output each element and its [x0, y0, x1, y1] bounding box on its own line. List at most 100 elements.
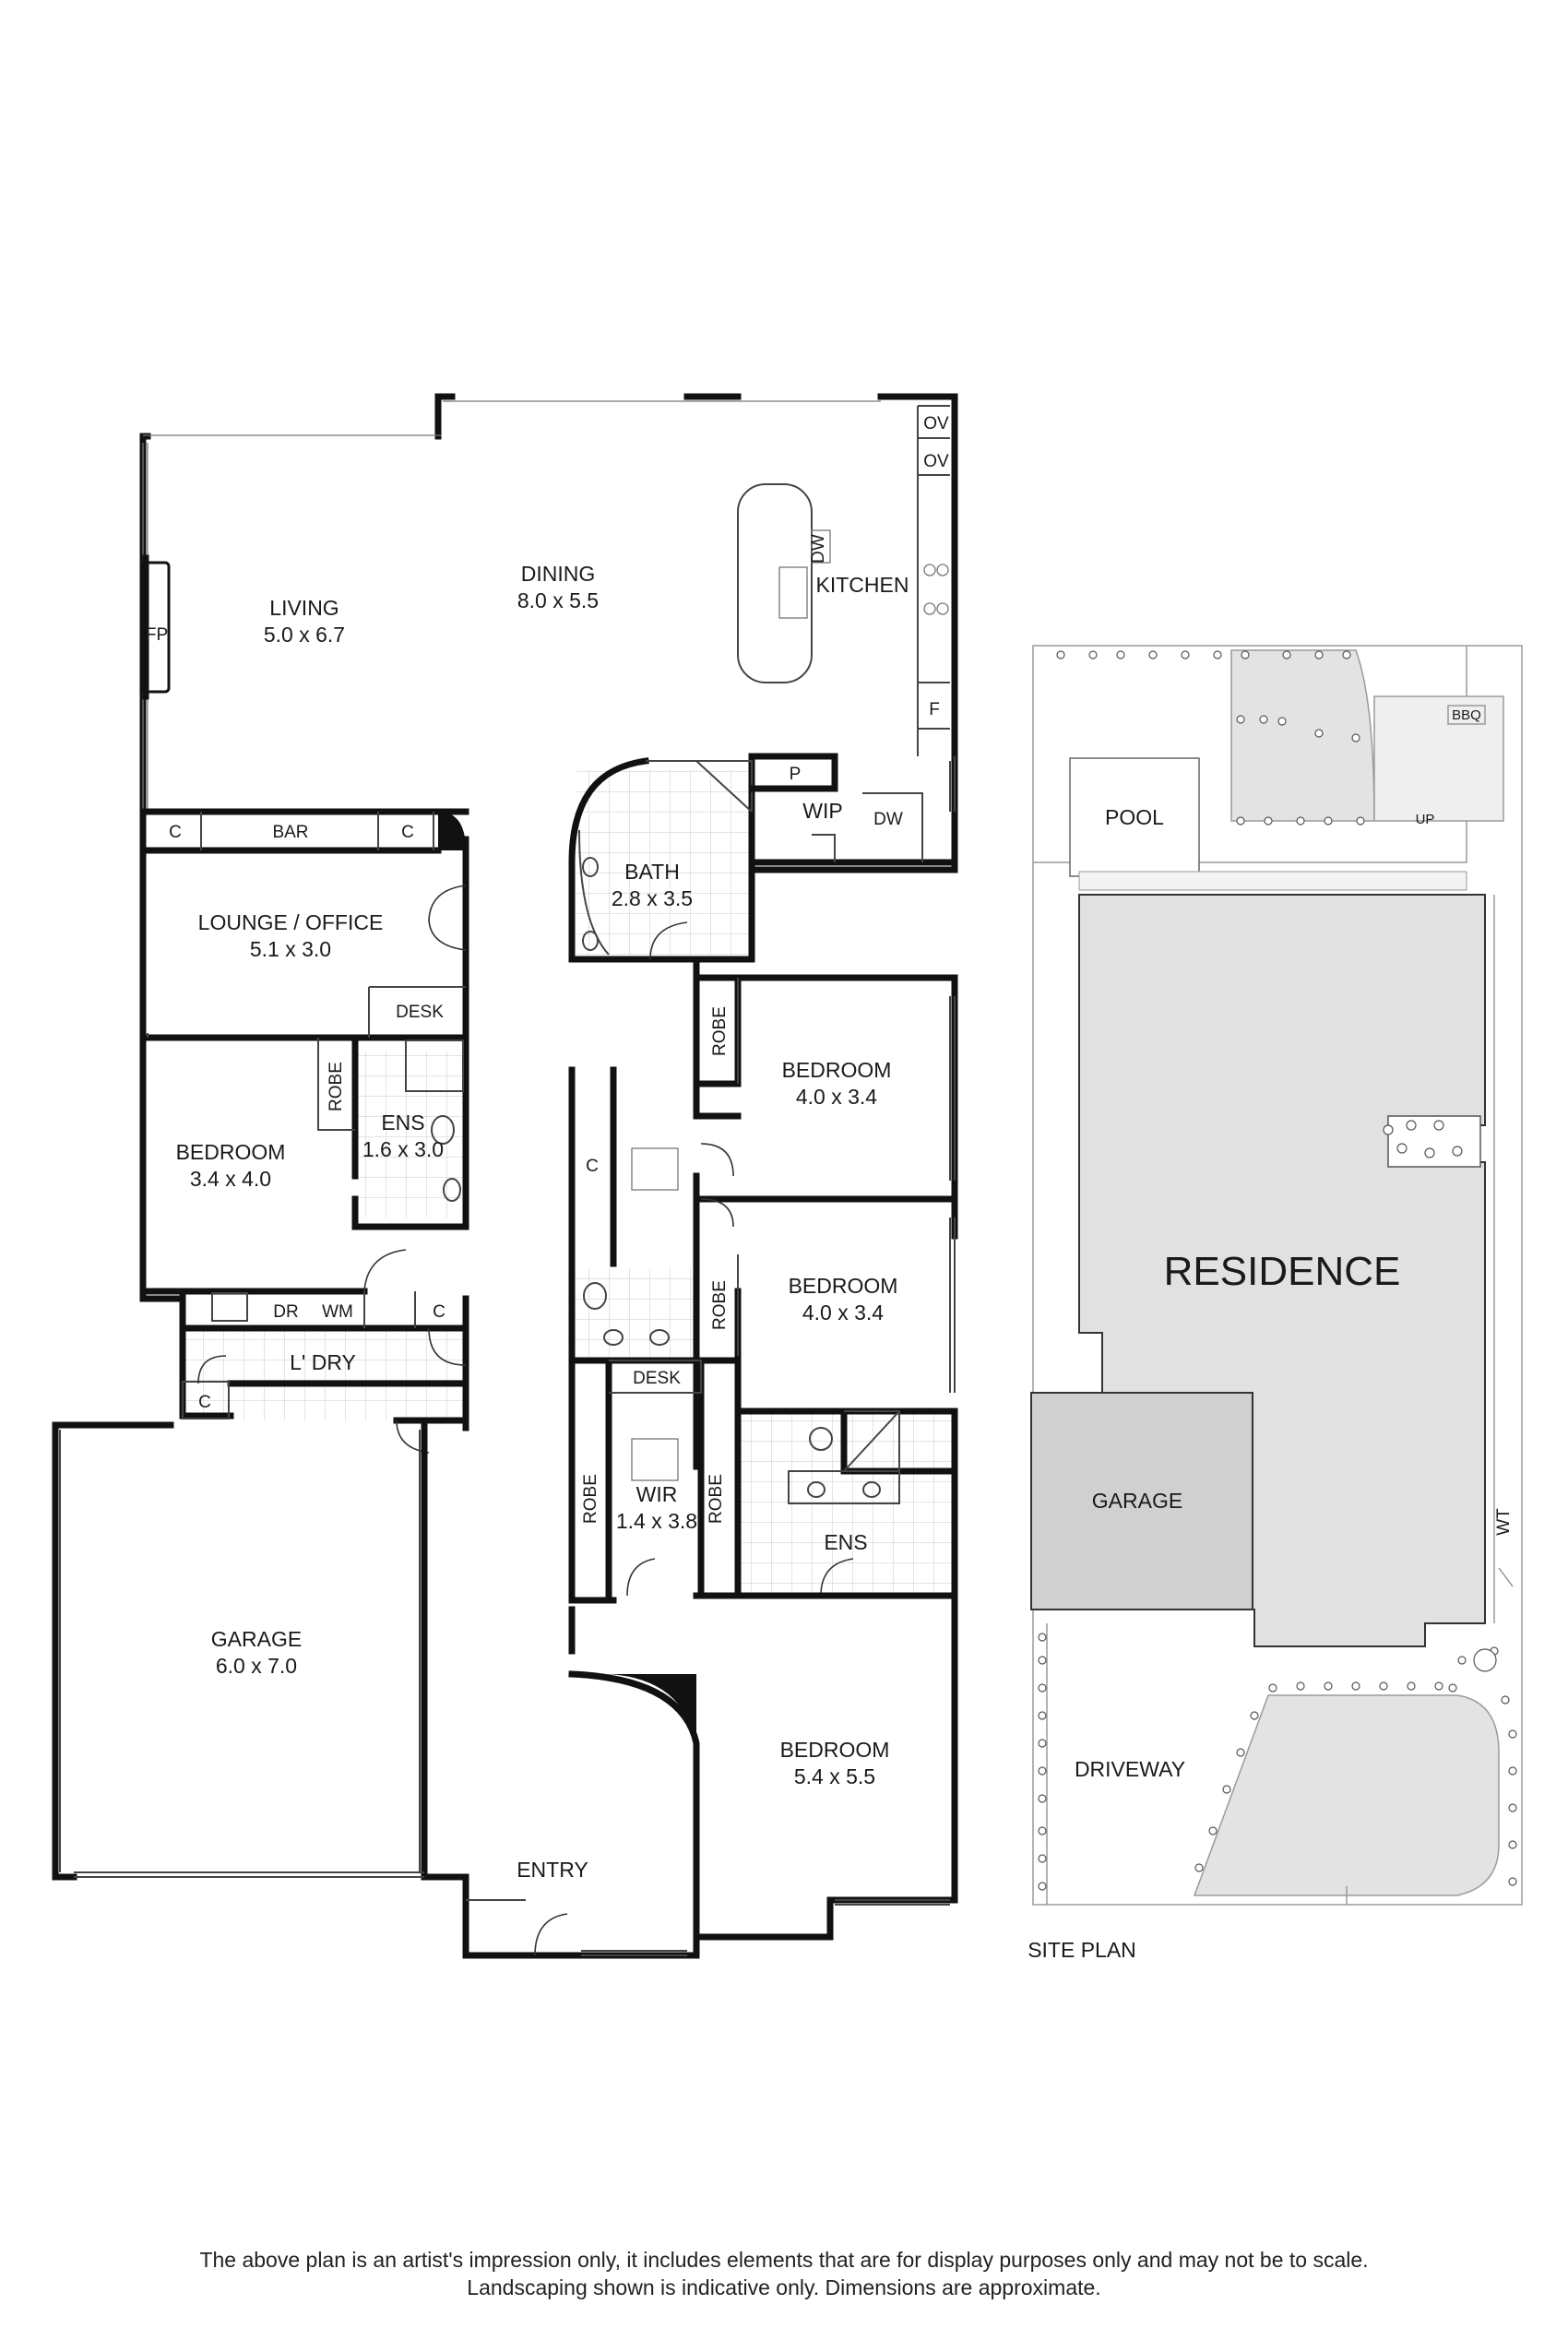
bath-basin-1 [582, 857, 599, 877]
pantry-label: P [790, 765, 802, 784]
bedroom-main-dims: 5.4 x 5.5 [794, 1764, 875, 1788]
site-boundary [1032, 645, 1523, 1906]
c-bar-left-label: C [169, 823, 182, 842]
bedroom-nw-dims: 3.4 x 4.0 [190, 1167, 271, 1191]
site-deck [1078, 871, 1467, 891]
island-dw [811, 529, 831, 564]
site-garage [1030, 1392, 1253, 1610]
entry-door [534, 1913, 568, 1956]
bath-basin-2 [582, 931, 599, 951]
lounge-desk [147, 986, 466, 1038]
site-driveway-label: DRIVEWAY [1075, 1757, 1185, 1781]
cooktop-1 [923, 564, 936, 576]
c-laundry-label: C [433, 1302, 445, 1322]
bar-wall [139, 808, 469, 854]
desk-lounge-label: DESK [396, 1003, 444, 1022]
site-plan [1030, 645, 1523, 1906]
fp-label: FP [146, 625, 168, 645]
robe-ens-label: ROBE [327, 1062, 346, 1111]
kitchen-island [737, 483, 813, 683]
robe-wir-left-label: ROBE [581, 1474, 600, 1524]
lounge-walls [139, 847, 469, 1041]
ens-small-tiles [355, 1051, 466, 1218]
living-window-wall [142, 400, 881, 812]
wir-label: WIR [636, 1482, 678, 1506]
site-garage-label: GARAGE [1092, 1489, 1182, 1513]
ov-label-1: OV [923, 414, 949, 434]
laundry-trough [211, 1292, 248, 1322]
garage-walls [52, 1421, 469, 1899]
disclaimer: The above plan is an artist's impression… [0, 2246, 1568, 2301]
bedroom-nw-walls [139, 1034, 469, 1295]
kitchen-bench [917, 405, 950, 756]
site-front-lawn [1193, 1694, 1500, 1896]
entry-glass [466, 1899, 687, 1956]
bedroom-main-label: BEDROOM [780, 1738, 890, 1762]
hall-rug [631, 1147, 679, 1191]
bath-shower [646, 760, 753, 813]
bar-label: BAR [272, 823, 308, 842]
robe-bed2-label: ROBE [710, 1006, 730, 1056]
ens-small-dims: 1.6 x 3.0 [362, 1137, 444, 1161]
site-driveway-edge [1046, 1623, 1348, 1905]
c-garage-label: C [198, 1393, 211, 1412]
bedroom-3-dims: 4.0 x 3.4 [802, 1301, 884, 1324]
lounge-label: LOUNGE / OFFICE [198, 910, 384, 934]
dw-island-label: DW [809, 534, 828, 564]
site-bbq-area [1373, 695, 1504, 822]
bedroom-main-window [835, 996, 956, 1906]
basin-nw [443, 1178, 461, 1202]
bedroom-nw-label: BEDROOM [176, 1140, 286, 1164]
entry-label: ENTRY [517, 1858, 588, 1882]
ens-main-basin-1 [807, 1481, 826, 1498]
fixture-labels: FP OV OV DW F P WIP DW BAR C C DESK ROBE… [146, 414, 949, 1524]
living-label: LIVING [269, 596, 339, 620]
laundry-tiles [180, 1328, 466, 1420]
c-hall-label: C [586, 1157, 599, 1176]
wip-shelves [812, 756, 956, 862]
desk-wir-label: DESK [633, 1369, 681, 1388]
garage-dims: 6.0 x 7.0 [216, 1654, 297, 1678]
garage-label: GARAGE [211, 1627, 302, 1651]
bedroom-3-label: BEDROOM [789, 1274, 898, 1298]
island-sink [778, 566, 808, 619]
dr-label: DR [273, 1302, 298, 1322]
bath-bathtub [578, 829, 610, 956]
bath-door [649, 921, 688, 960]
ens-main-toilet [809, 1427, 833, 1451]
c-bar-right-label: C [401, 823, 414, 842]
lounge-door [428, 885, 467, 951]
bed2-door [700, 1143, 734, 1228]
ens-nw-door [363, 1249, 407, 1292]
robe-bed3-label: ROBE [710, 1280, 730, 1330]
laundry-appliances [363, 1291, 416, 1328]
toilet-nw [431, 1115, 455, 1145]
living-dims: 5.0 x 6.7 [264, 623, 345, 647]
ens-small-label: ENS [381, 1111, 424, 1134]
site-wt-label: WT [1494, 1508, 1514, 1536]
wip-label: WIP [802, 799, 842, 823]
kitchen-label: KITCHEN [816, 573, 909, 597]
garage-cupboard [182, 1381, 230, 1420]
disclaimer-line-1: The above plan is an artist's impression… [199, 2248, 1369, 2272]
cooktop-3 [923, 602, 936, 615]
fridge-label: F [929, 700, 940, 719]
robe-wir-right-label: ROBE [707, 1474, 726, 1524]
bar-corner [438, 812, 466, 850]
wir-dims: 1.4 x 3.8 [616, 1509, 697, 1533]
bath-label: BATH [624, 860, 680, 884]
site-plants [1038, 650, 1517, 1891]
wir-desk [609, 1360, 702, 1394]
site-bbq [1447, 705, 1486, 725]
wm-label: WM [322, 1302, 353, 1322]
ens-main-label: ENS [824, 1530, 867, 1554]
cooktop-4 [936, 602, 949, 615]
site-plan-title: SITE PLAN [1028, 1938, 1136, 1962]
vanity-basin-2 [649, 1329, 670, 1346]
bedroom-2-3-walls [693, 974, 958, 1415]
site-side-path [1493, 895, 1514, 1623]
site-residence-label: RESIDENCE [1164, 1249, 1401, 1294]
disclaimer-line-2: Landscaping shown is indicative only. Di… [467, 2275, 1101, 2299]
wip-walls [748, 753, 958, 866]
bedroom-2-dims: 4.0 x 3.4 [796, 1085, 877, 1109]
